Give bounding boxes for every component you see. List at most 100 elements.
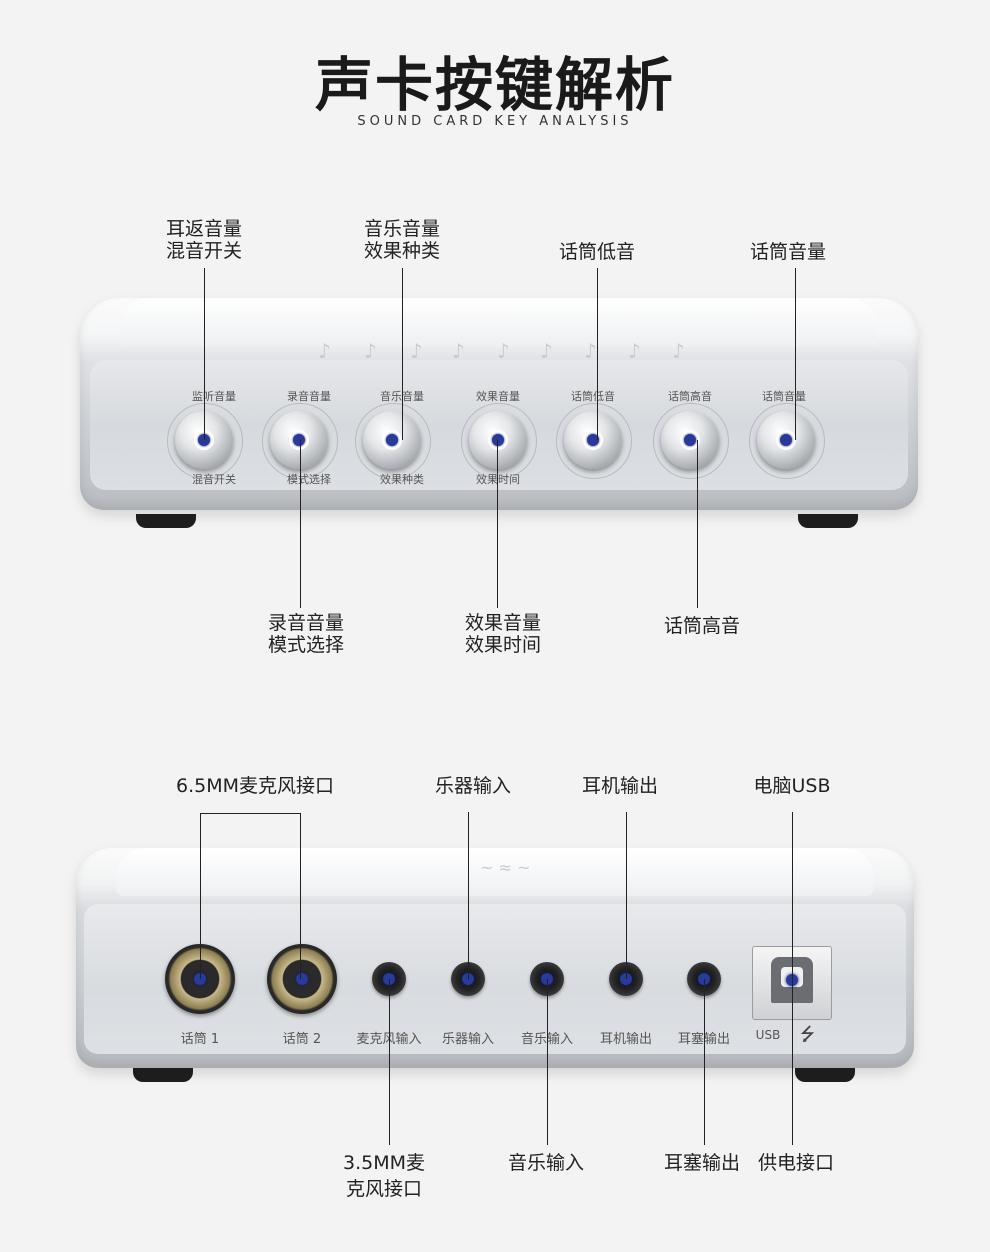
music-note-icon: ♪ <box>584 339 597 363</box>
indicator-dot <box>620 973 632 985</box>
callout-headphone-out: 耳机输出 <box>581 775 658 797</box>
knob-mic-bass[interactable] <box>564 411 622 469</box>
callout-line: 话筒高音 <box>663 615 740 637</box>
callout-line: 耳返音量 <box>165 218 242 240</box>
callout-line: 混音开关 <box>165 240 242 262</box>
callout-pc-usb: 电脑USB <box>753 775 831 797</box>
leader-line <box>795 268 796 440</box>
knob-effect-volume[interactable] <box>469 411 527 469</box>
callout-line: 效果时间 <box>464 634 541 656</box>
music-note-icon: ♪ <box>410 339 423 363</box>
mic-jack-2[interactable] <box>267 944 337 1014</box>
music-note-icon: ♪ <box>364 339 377 363</box>
port-label: 话筒 1 <box>180 1032 220 1047</box>
knob-label: 话筒音量 <box>762 390 806 403</box>
leader-line <box>597 268 598 440</box>
leader-line <box>547 979 548 1145</box>
callout-line: 模式选择 <box>267 634 344 656</box>
music-note-icon: ♪ <box>497 339 510 363</box>
callout-line: 效果种类 <box>363 240 440 262</box>
callout-music-volume: 音乐音量 效果种类 <box>352 218 452 262</box>
knob-label: 效果种类 <box>380 473 424 486</box>
indicator-dot <box>198 434 210 446</box>
dial-scale <box>167 403 243 479</box>
callout-record-volume: 录音音量 模式选择 <box>256 612 356 656</box>
page-title: 声卡按键解析 <box>314 51 675 119</box>
callout-music-input: 音乐输入 <box>507 1152 584 1174</box>
device-foot <box>136 514 196 528</box>
usb-icon: ⭍ <box>800 1024 815 1045</box>
leader-line <box>792 812 793 979</box>
indicator-dot <box>462 973 474 985</box>
leader-line <box>468 812 469 979</box>
music-note-icon: ♪ <box>672 339 685 363</box>
knob-label: 监听音量 <box>192 390 236 403</box>
callout-power-port: 供电接口 <box>757 1152 834 1174</box>
callout-mic-volume: 话筒音量 <box>738 241 838 263</box>
device-top-face <box>120 298 878 346</box>
indicator-dot <box>293 434 305 446</box>
port-label: USB <box>755 1028 781 1042</box>
dial-scale <box>749 403 825 479</box>
callout-mic-treble: 话筒高音 <box>652 615 752 637</box>
leader-line <box>389 979 390 1145</box>
leader-line <box>204 268 205 440</box>
callout-earphone-output: 耳塞输出 <box>663 1152 740 1174</box>
music-note-icon: ♪ <box>452 339 465 363</box>
port-label: 话筒 2 <box>282 1032 322 1047</box>
dial-scale <box>653 403 729 479</box>
device-foot <box>798 514 858 528</box>
device-foot <box>133 1068 193 1082</box>
port-label: 耳塞输出 <box>664 1028 744 1047</box>
knob-label: 录音音量 <box>287 390 331 403</box>
knob-mic-volume[interactable] <box>757 411 815 469</box>
music-note-icon: ♪ <box>628 339 641 363</box>
music-note-icon: ♪ <box>540 339 553 363</box>
callout-mic-bass: 话筒低音 <box>547 241 647 263</box>
leader-line <box>792 979 793 1145</box>
indicator-dot <box>296 973 308 985</box>
callout-xlr-jack: 6.5MM麦克风接口 <box>175 775 334 797</box>
knob-label: 话筒低音 <box>571 390 615 403</box>
callout-monitor-volume: 耳返音量 混音开关 <box>154 218 254 262</box>
leader-line <box>300 440 301 608</box>
port-label: 乐器输入 <box>441 1032 494 1047</box>
indicator-dot <box>587 434 599 446</box>
leader-line <box>200 813 201 979</box>
device-foot <box>795 1068 855 1082</box>
knob-label: 模式选择 <box>287 473 331 486</box>
knob-label: 话筒高音 <box>668 390 712 403</box>
knob-label: 混音开关 <box>192 473 236 486</box>
callout-line: 话筒低音 <box>558 241 635 263</box>
knob-label: 效果时间 <box>476 473 520 486</box>
page-subtitle: SOUND CARD KEY ANALYSIS <box>357 114 633 129</box>
indicator-dot <box>194 973 206 985</box>
leader-line <box>497 440 498 608</box>
callout-line: 音乐音量 <box>363 218 440 240</box>
dial-scale <box>461 403 537 479</box>
knob-mic-treble[interactable] <box>661 411 719 469</box>
dial-scale <box>556 403 632 479</box>
dial-scale <box>355 403 431 479</box>
indicator-dot <box>684 434 696 446</box>
leader-line <box>300 813 301 979</box>
port-label: 音乐输入 <box>507 1028 587 1047</box>
indicator-dot <box>780 434 792 446</box>
device-top-face <box>116 848 874 896</box>
callout-line: 3.5MM麦 <box>342 1152 425 1174</box>
callout-effect-volume: 效果音量 效果时间 <box>453 612 553 656</box>
leader-line <box>402 268 403 440</box>
indicator-dot <box>492 434 504 446</box>
music-note-icon: ♪ <box>318 339 331 363</box>
callout-line: 效果音量 <box>464 612 541 634</box>
callout-line: 克风接口 <box>345 1178 422 1200</box>
indicator-dot <box>386 434 398 446</box>
leader-line <box>697 440 698 608</box>
knob-label: 效果音量 <box>476 390 520 403</box>
knob-record-volume[interactable] <box>270 411 328 469</box>
knob-music-volume[interactable] <box>363 411 421 469</box>
callout-instrument-in: 乐器输入 <box>434 775 511 797</box>
brand-logo: ~ ≈ ~ <box>480 858 531 877</box>
leader-line <box>626 812 627 979</box>
port-label: 麦克风输入 <box>349 1028 429 1047</box>
